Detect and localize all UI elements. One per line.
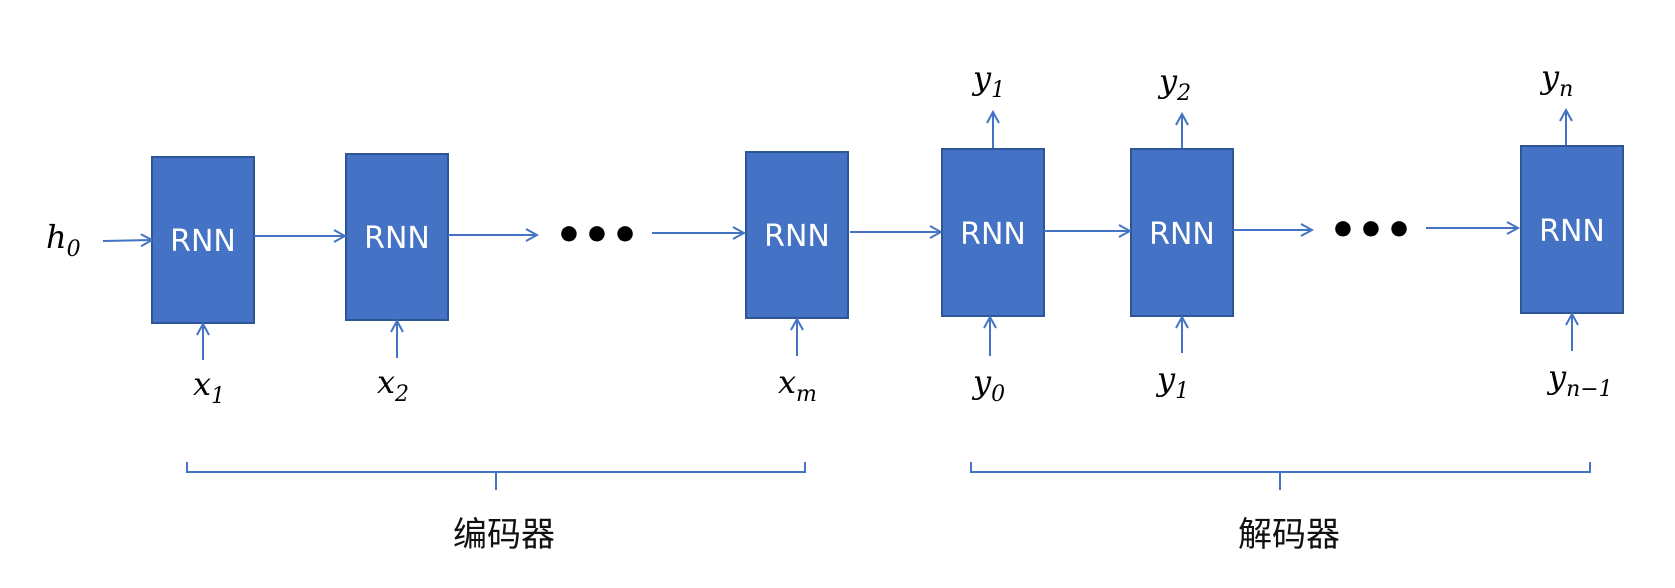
encoder-rnn-cell-m: RNN	[745, 151, 849, 319]
rnn-label: RNN	[170, 224, 236, 259]
decoder-label: 解码器	[1238, 515, 1340, 555]
decoder-input-y1: y1	[1155, 360, 1189, 404]
decoder-input-y0: y0	[971, 363, 1005, 407]
decoder-output-y1: y1	[971, 59, 1005, 103]
rnn-box	[1520, 145, 1624, 314]
encoder-input-xm: xm	[778, 363, 817, 407]
decoder-input-yn-1: yn−1	[1546, 358, 1613, 402]
encoder-ellipsis: •••	[555, 210, 639, 261]
decoder-rnn-cell-n: RNN	[1520, 145, 1624, 314]
encoder-rnn-cell-2: RNN	[345, 153, 449, 321]
decoder-rnn-cell-1: RNN	[941, 148, 1045, 317]
encoder-rnn-cell-1: RNN	[151, 156, 255, 324]
rnn-label: RNN	[364, 221, 430, 256]
decoder-ellipsis: •••	[1329, 205, 1413, 256]
arrow-h0-to-cell1	[102, 240, 152, 241]
decoder-output-y2: y2	[1157, 62, 1191, 106]
encoder-brace	[186, 462, 806, 490]
rnn-label: RNN	[764, 219, 830, 254]
output-arrows	[993, 110, 1566, 148]
rnn-label: RNN	[1539, 214, 1605, 249]
rnn-box	[941, 148, 1045, 317]
decoder-brace	[970, 462, 1591, 490]
rnn-box	[151, 156, 255, 324]
encoder-input-x2: x2	[377, 363, 409, 407]
rnn-box	[345, 153, 449, 321]
rnn-label: RNN	[960, 217, 1026, 252]
decoder-output-yn: yn	[1539, 58, 1573, 102]
encoder-input-x1: x1	[193, 365, 225, 409]
input-arrows	[203, 314, 1572, 360]
hidden-state-arrows	[102, 228, 1518, 241]
encoder-label: 编码器	[453, 515, 555, 555]
rnn-label: RNN	[1149, 217, 1215, 252]
rnn-box	[745, 151, 849, 319]
decoder-rnn-cell-2: RNN	[1130, 148, 1234, 317]
initial-state-h0: h0	[46, 218, 81, 262]
